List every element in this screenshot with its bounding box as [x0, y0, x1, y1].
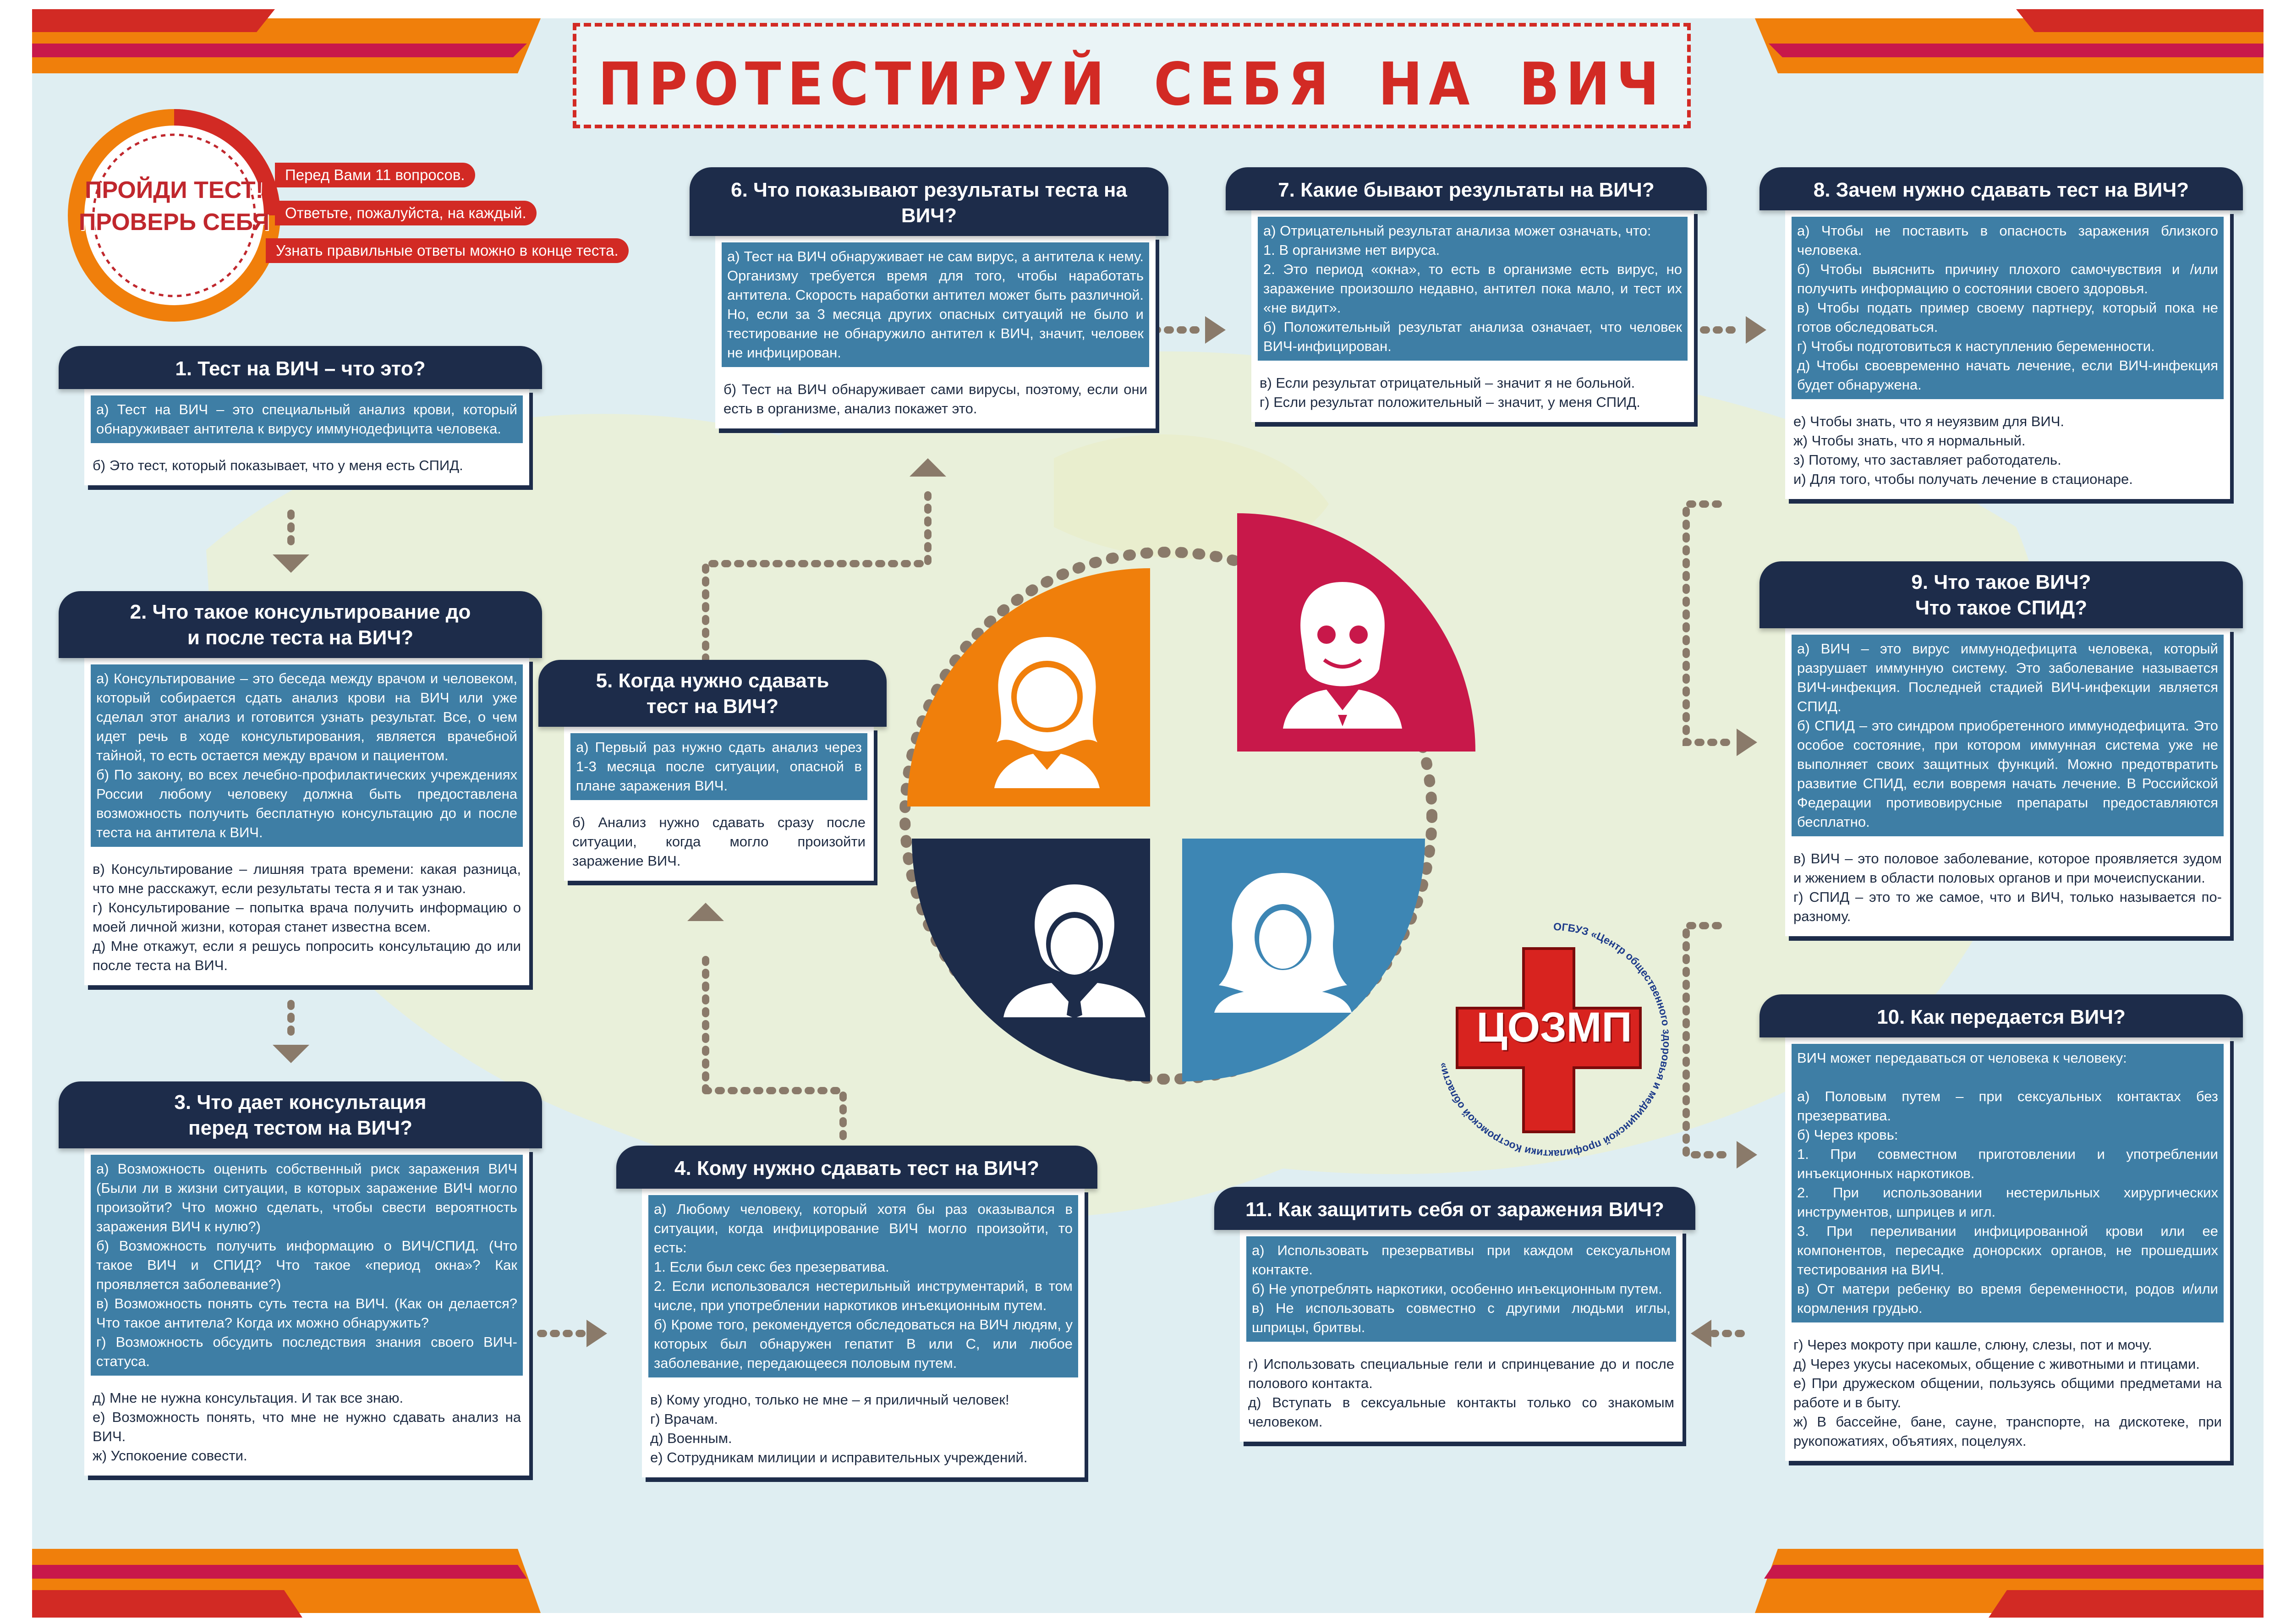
question-title: 4. Кому нужно сдавать тест на ВИЧ?: [616, 1146, 1097, 1189]
other-answers: д) Мне не нужна консультация. И так все …: [93, 1390, 521, 1464]
girl-portrait-icon: [1214, 873, 1352, 1013]
page-title-frame: ПРОТЕСТИРУЙ СЕБЯ НА ВИЧ: [573, 23, 1691, 128]
logo-ring: ОГБУЗ «Центр общественного здоровья и ме…: [1436, 921, 1673, 1160]
highlighted-answer: а) Возможность оценить собственный риск …: [91, 1155, 523, 1376]
dotted-ring: [899, 547, 1437, 1085]
arrowheads: [273, 316, 1766, 1347]
intro-note-3: Узнать правильные ответы можно в конце т…: [266, 238, 629, 263]
question-title: 8. Зачем нужно сдавать тест на ВИЧ?: [1759, 167, 2243, 210]
question-card-1: 1. Тест на ВИЧ – что это? а) Тест на ВИЧ…: [59, 346, 542, 485]
question-title: 5. Когда нужно сдавать тест на ВИЧ?: [538, 660, 887, 727]
corner-ribbon-bottom-left: [32, 1549, 541, 1618]
test-badge-label: ПРОЙДИ ТЕСТ! ПРОВЕРЬ СЕБЯ: [64, 105, 284, 325]
question-card-6: 6. Что показывают результаты теста на ВИ…: [690, 167, 1168, 428]
other-answers: б) Это тест, который показывает, что у м…: [93, 457, 463, 473]
man-portrait-icon: [1003, 884, 1146, 1018]
other-answers: в) Кому угодно, только не мне – я прилич…: [650, 1392, 1028, 1465]
question-body: ВИЧ может передаваться от человека к чел…: [1785, 1037, 2230, 1461]
question-title: 10. Как передается ВИЧ?: [1759, 994, 2243, 1037]
question-body: а) Тест на ВИЧ обнаруживает не сам вирус…: [715, 235, 1156, 428]
highlighted-answer: ВИЧ может передаваться от человека к чел…: [1792, 1044, 2224, 1322]
question-title: 6. Что показывают результаты теста на ВИ…: [690, 167, 1168, 236]
question-body: а) ВИЧ – это вирус иммунодефицита челове…: [1785, 627, 2230, 936]
other-answers: в) ВИЧ – это половое заболевание, которо…: [1793, 850, 2222, 924]
question-title: 9. Что такое ВИЧ? Что такое СПИД?: [1759, 561, 2243, 628]
question-title: 7. Какие бывают результаты на ВИЧ?: [1226, 167, 1707, 210]
question-card-10: 10. Как передается ВИЧ? ВИЧ может переда…: [1759, 994, 2243, 1461]
question-body: а) Тест на ВИЧ – это специальный анализ …: [84, 388, 529, 485]
test-badge: [68, 109, 280, 322]
question-card-3: 3. Что дает консультация перед тестом на…: [59, 1081, 542, 1476]
other-answers: г) Через мокроту при кашле, слюну, слезы…: [1793, 1337, 2222, 1449]
highlighted-answer: а) Первый раз нужно сдать анализ через 1…: [570, 733, 867, 800]
question-body: а) Любому человеку, который хотя бы раз …: [642, 1188, 1085, 1477]
quadrant-navy: [912, 839, 1150, 1081]
woman-face-inner: [1017, 667, 1077, 728]
highlighted-answer: а) ВИЧ – это вирус иммунодефицита челове…: [1792, 635, 2224, 836]
other-answers: б) Тест на ВИЧ обнаруживает сами вирусы,…: [723, 381, 1147, 417]
question-card-11: 11. Как защитить себя от заражения ВИЧ? …: [1214, 1187, 1695, 1442]
highlighted-answer: а) Чтобы не поставить в опасность зараже…: [1792, 217, 2224, 399]
highlighted-answer: а) Тест на ВИЧ обнаруживает не сам вирус…: [722, 242, 1149, 367]
intro-note-1: Перед Вами 11 вопросов.: [275, 163, 475, 187]
question-card-5: 5. Когда нужно сдавать тест на ВИЧ? а) П…: [538, 660, 887, 881]
other-answers: в) Если результат отрицательный – значит…: [1260, 375, 1640, 410]
other-answers: в) Консультирование – лишняя трата време…: [93, 861, 521, 973]
highlighted-answer: а) Тест на ВИЧ – это специальный анализ …: [91, 395, 523, 443]
highlighted-answer: а) Консультирование – это беседа между в…: [91, 664, 523, 847]
badge-line-2: ПРОВЕРЬ СЕБЯ: [78, 209, 270, 236]
highlighted-answer: а) Любому человеку, который хотя бы раз …: [648, 1195, 1078, 1377]
question-title: 11. Как защитить себя от заражения ВИЧ?: [1214, 1187, 1695, 1230]
corner-ribbon-top-right: [1755, 9, 2264, 73]
professor-portrait-icon: [1283, 582, 1402, 729]
other-answers: б) Анализ нужно сдавать сразу после ситу…: [572, 814, 866, 869]
question-card-9: 9. Что такое ВИЧ? Что такое СПИД? а) ВИЧ…: [1759, 561, 2243, 936]
dotted-connectors: [287, 326, 1745, 1337]
page-title: ПРОТЕСТИРУЙ СЕБЯ НА ВИЧ: [598, 50, 1666, 119]
other-answers: е) Чтобы знать, что я неуязвим для ВИЧ. …: [1793, 413, 2133, 487]
highlighted-answer: а) Использовать презервативы при каждом …: [1246, 1236, 1676, 1342]
corner-ribbon-bottom-right: [1755, 1549, 2264, 1618]
highlighted-answer: а) Отрицательный результат анализа может…: [1258, 217, 1688, 361]
question-card-4: 4. Кому нужно сдавать тест на ВИЧ? а) Лю…: [616, 1146, 1097, 1477]
question-body: а) Консультирование – это беседа между в…: [84, 657, 529, 985]
intro-note-2: Ответьте, пожалуйста, на каждый.: [275, 201, 537, 225]
question-title: 1. Тест на ВИЧ – что это?: [59, 346, 542, 389]
question-body: а) Возможность оценить собственный риск …: [84, 1147, 529, 1476]
question-card-2: 2. Что такое консультирование до и после…: [59, 591, 542, 985]
question-card-8: 8. Зачем нужно сдавать тест на ВИЧ? а) Ч…: [1759, 167, 2243, 499]
other-answers: г) Использовать специальные гели и сприн…: [1248, 1356, 1674, 1430]
question-body: а) Отрицательный результат анализа может…: [1251, 209, 1694, 422]
question-body: а) Использовать презервативы при каждом …: [1240, 1229, 1683, 1442]
question-card-7: 7. Какие бывают результаты на ВИЧ? а) От…: [1226, 167, 1707, 422]
question-body: а) Чтобы не поставить в опасность зараже…: [1785, 209, 2230, 499]
badge-line-1: ПРОЙДИ ТЕСТ!: [85, 177, 263, 203]
logo-abbreviation: ЦОЗМП: [1476, 1004, 1632, 1051]
question-title: 3. Что дает консультация перед тестом на…: [59, 1081, 542, 1148]
question-body: а) Первый раз нужно сдать анализ через 1…: [564, 726, 874, 881]
medical-cross-icon: [1456, 947, 1642, 1133]
corner-ribbon-top-left: [32, 9, 541, 73]
question-title: 2. Что такое консультирование до и после…: [59, 591, 542, 658]
